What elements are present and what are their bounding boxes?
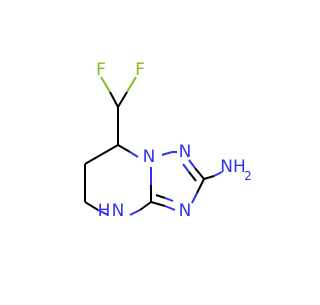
bond-n4-c3a-carbon-half: [150, 201, 166, 207]
bond-n2-c3-nitrogen-half: [188, 159, 196, 169]
bond-n4-c3a-carbon-half: [139, 201, 152, 211]
atom-label-n-lower-right: N: [179, 201, 192, 221]
atom-label-f1: F: [96, 60, 106, 80]
molecule-structure-canvas: F F N N N NH 2 N H: [84, 60, 252, 221]
bond-c-f2-carbon-half: [117, 91, 128, 108]
atom-label-amine-subscript: 2: [244, 169, 252, 183]
bond-n1-n2: [161, 151, 173, 156]
bond-n2-c3-double-nitrogen-half: [182, 163, 190, 173]
atom-label-amine: NH: [220, 157, 246, 177]
atom-label-f2: F: [135, 60, 145, 80]
bond-c-f1-carbon-half: [109, 91, 119, 108]
atom-label-n-bridge: N: [143, 147, 156, 167]
bond-c5-n4-carbon-half: [84, 201, 99, 211]
bond-c7-c6: [84, 144, 119, 165]
bond-n4-c3a-double-nitrogen-half: [164, 197, 174, 202]
bond-c5-n4-nitrogen-half: [97, 209, 109, 216]
bond-c3-n4-carbon-half: [196, 178, 205, 194]
bond-c7-n1-carbon-half: [117, 144, 131, 153]
bond-n2-c3-double-carbon-half: [188, 171, 197, 182]
bond-c3-nh2-nitrogen-half: [213, 171, 223, 177]
bond-c7-n1-nitrogen-half: [129, 151, 139, 158]
bond-n4-c3a-nitrogen-half: [129, 209, 141, 216]
bond-c3-n4-nitrogen-half: [191, 192, 198, 204]
bond-n4-c3a-nitrogen-half: [164, 205, 176, 211]
bond-c-f2-fluorine-half: [126, 76, 137, 93]
bond-c-f1-fluorine-half: [100, 76, 111, 93]
bond-c3-nh2-carbon-half: [203, 175, 215, 180]
atom-label-nh-ring: N: [112, 201, 125, 221]
atom-label-n-top-right: N: [179, 142, 192, 162]
bond-n4-c3a-double-carbon-half: [155, 194, 166, 199]
bond-n2-c3-carbon-half: [194, 167, 205, 180]
atom-label-nh-ring-h: H: [98, 201, 111, 221]
molecule-structure-svg: F F N N N NH 2 N H: [84, 60, 252, 221]
